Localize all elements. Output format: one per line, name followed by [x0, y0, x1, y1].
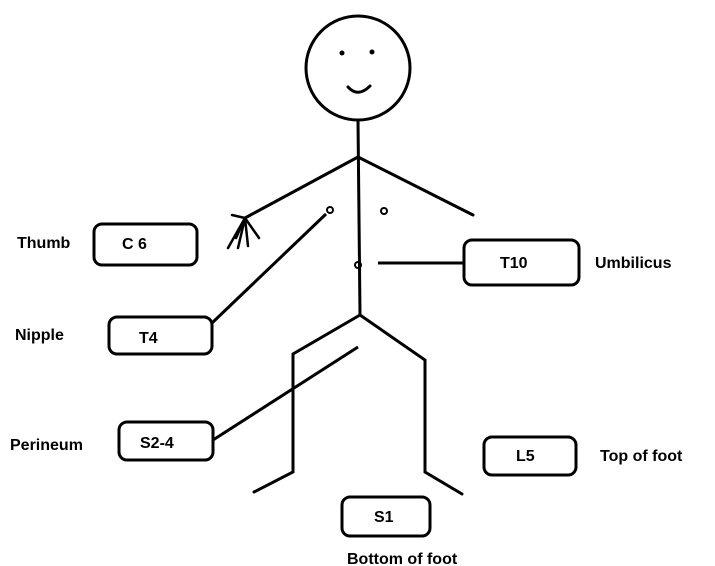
region-label-thumb: Thumb	[17, 235, 71, 252]
label-box-s2-4: S2-4	[117, 420, 215, 462]
smile	[346, 84, 372, 94]
level-text: T4	[139, 330, 158, 347]
label-box-t10: T10	[462, 238, 581, 287]
region-label-top-of-foot: Top of foot	[600, 448, 683, 465]
region-label-nipple: Nipple	[15, 327, 64, 344]
level-text: T10	[500, 255, 528, 272]
level-text: S1	[374, 509, 394, 526]
region-label-perineum: Perineum	[10, 437, 83, 454]
region-label-umbilicus: Umbilicus	[595, 255, 672, 272]
hand	[226, 213, 261, 250]
label-box-t4: T4	[107, 315, 214, 356]
label-box-l5: L5	[482, 435, 578, 477]
pointer-lines	[210, 212, 464, 442]
level-text: S2-4	[140, 435, 174, 452]
right-leg	[358, 313, 464, 496]
head	[304, 14, 412, 122]
right-arm	[356, 155, 475, 217]
torso	[356, 118, 362, 317]
left-arm	[243, 155, 360, 220]
perineum-pointer	[212, 345, 359, 442]
label-box-s1: S1	[340, 495, 432, 538]
left-leg	[252, 313, 362, 494]
umbilicus-marker	[354, 261, 362, 269]
stick-figure	[226, 14, 475, 496]
region-label-bottom-of-foot: Bottom of foot	[347, 551, 458, 566]
nipple-pointer	[210, 212, 328, 325]
right-nipple-marker	[380, 207, 388, 215]
label-box-c6: C 6	[92, 222, 199, 267]
left-nipple-marker	[326, 206, 334, 214]
right-eye	[369, 49, 375, 55]
level-text: L5	[516, 448, 535, 465]
left-eye	[339, 50, 345, 56]
level-text: C 6	[122, 236, 147, 253]
